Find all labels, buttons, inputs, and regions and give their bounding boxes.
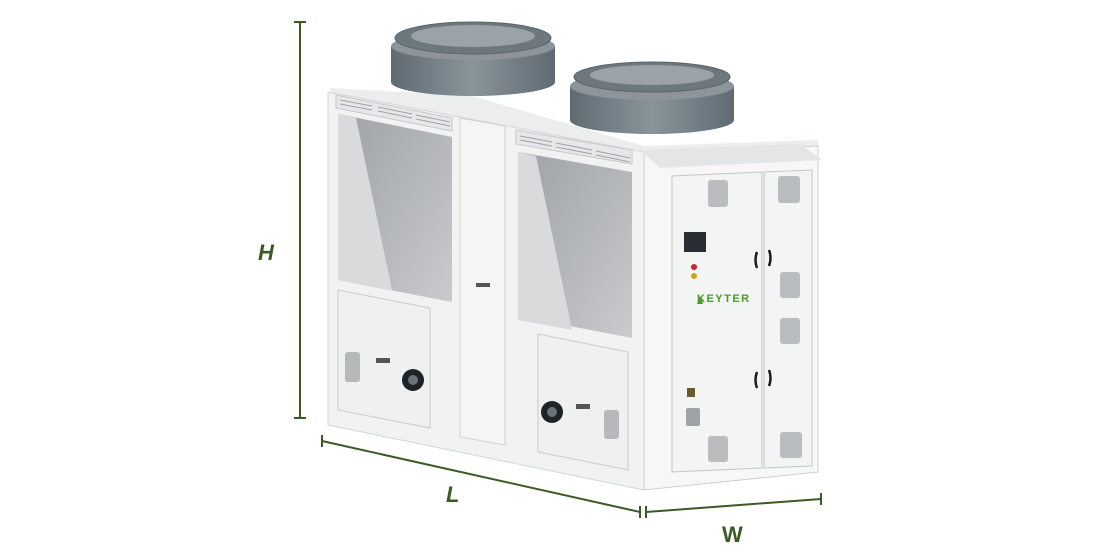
vent-cover — [778, 176, 800, 203]
brand-leaf-icon — [697, 296, 703, 304]
vent-cover — [780, 272, 800, 298]
door-handle-icon — [754, 249, 772, 389]
fuse-cover-right — [604, 410, 619, 439]
left-module — [335, 94, 453, 429]
status-led-red — [691, 264, 697, 270]
service-column — [459, 117, 506, 446]
height-label: H — [258, 240, 274, 265]
fuse-cover-left — [345, 352, 360, 382]
fan-motor-icon — [541, 401, 563, 423]
fan-right — [570, 61, 734, 134]
fan-motor-icon — [402, 369, 424, 391]
brand-logo-text: KEYTER — [697, 293, 751, 305]
width-label: W — [722, 522, 743, 547]
vent-cover — [708, 436, 728, 462]
status-led-yellow — [691, 273, 697, 279]
length-dimension-line — [321, 435, 641, 518]
vent-cover — [708, 180, 728, 207]
vent-cover — [780, 318, 800, 344]
vent-cover — [780, 432, 802, 458]
length-label: L — [446, 482, 460, 507]
display-screen — [684, 232, 706, 252]
width-dimension-line — [645, 493, 822, 518]
key-switch — [687, 388, 695, 397]
height-dimension-line — [294, 21, 306, 419]
control-panel-doors — [671, 169, 813, 473]
right-module — [515, 129, 633, 471]
fan-left — [391, 21, 555, 96]
isolator-switch-icon — [686, 408, 700, 426]
